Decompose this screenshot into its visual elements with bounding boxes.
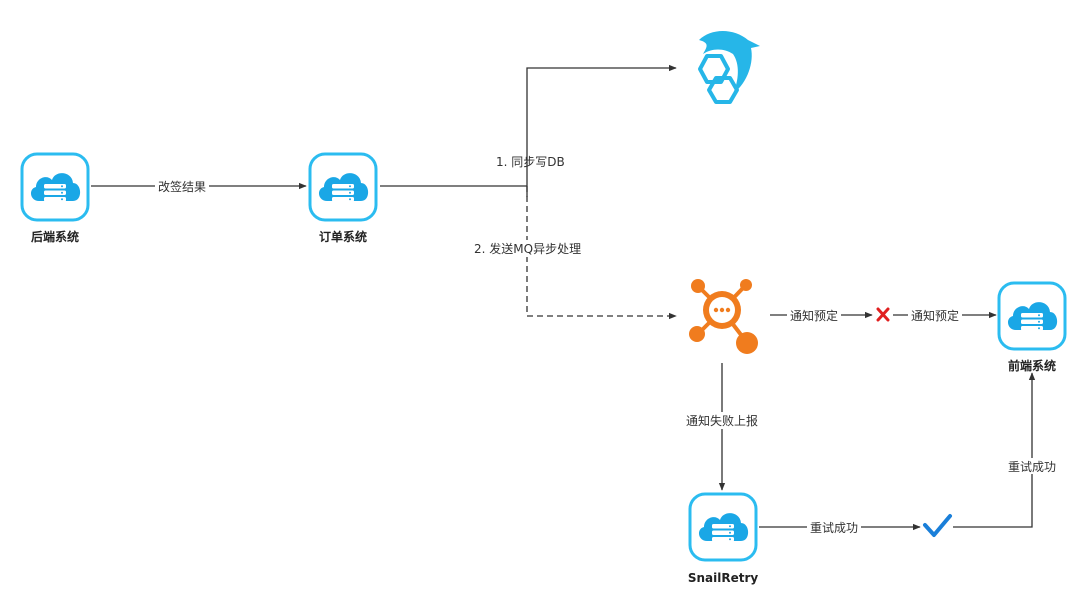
server-icon	[997, 281, 1067, 351]
edge-label-notify-booking-1: 通知预定	[790, 308, 838, 323]
node-frontend: 前端系统	[997, 281, 1067, 373]
cross-icon	[876, 307, 890, 322]
node-label-frontend: 前端系统	[1008, 358, 1056, 373]
node-label-order: 订单系统	[319, 229, 367, 244]
edge-label-notify-booking-2: 通知预定	[911, 308, 959, 323]
edge-label-send-mq: 2. 发送MQ异步处理	[474, 241, 581, 256]
server-icon	[688, 492, 758, 562]
edge-label-retry-success-1: 重试成功	[810, 520, 858, 535]
node-snailretry: SnailRetry	[688, 492, 759, 585]
edge-junction-to-mq	[526, 186, 677, 320]
edge-label-report-failure: 通知失败上报	[686, 413, 758, 428]
node-order: 订单系统	[308, 152, 378, 244]
edge-label-retry-success-2: 重试成功	[1008, 459, 1056, 474]
message-queue-icon	[689, 279, 758, 354]
edge-junction-to-db	[526, 64, 677, 197]
node-label-snailretry: SnailRetry	[688, 571, 759, 585]
server-icon	[20, 152, 90, 222]
edge-label-change-result: 改签结果	[158, 179, 206, 194]
server-icon	[308, 152, 378, 222]
check-icon	[923, 514, 952, 537]
edge-label-sync-write-db: 1. 同步写DB	[496, 155, 565, 169]
node-backend: 后端系统	[20, 152, 90, 244]
dolphin-database-icon	[698, 31, 760, 104]
node-label-backend: 后端系统	[31, 229, 79, 244]
edge-check-to-frontend	[953, 372, 1036, 528]
